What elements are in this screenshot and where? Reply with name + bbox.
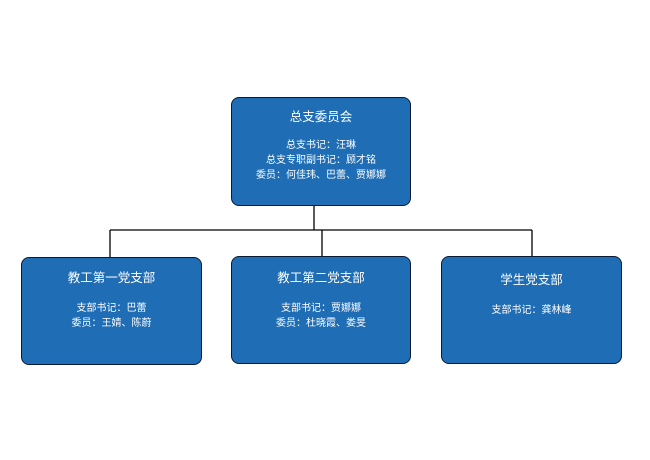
branch-node-title: 教工第二党支部 bbox=[277, 270, 365, 285]
branch-node-title: 教工第一党支部 bbox=[67, 270, 156, 285]
branch-node-student: 学生党支部 支部书记：龚林峰 bbox=[441, 256, 622, 364]
branch-node-members: 支部书记：龚林峰 bbox=[442, 303, 621, 318]
branch-node-members: 支部书记：巴蕾 委员：王婧、陈蔚 bbox=[22, 301, 201, 331]
root-node-line: 委员：何佳玮、巴蕾、贾娜娜 bbox=[256, 170, 386, 181]
branch-node-line: 委员：王婧、陈蔚 bbox=[71, 318, 152, 329]
root-node-title: 总支委员会 bbox=[289, 109, 353, 124]
root-node-line: 总支专职副书记：顾才铭 bbox=[266, 155, 376, 166]
branch-node-line: 支部书记：龚林峰 bbox=[491, 305, 572, 316]
branch-node-line: 支部书记：贾娜娜 bbox=[281, 303, 361, 314]
root-node-members: 总支书记：汪琳 总支专职副书记：顾才铭 委员：何佳玮、巴蕾、贾娜娜 bbox=[232, 138, 410, 183]
root-node-line: 总支书记：汪琳 bbox=[286, 140, 356, 151]
branch-node-faculty-first: 教工第一党支部 支部书记：巴蕾 委员：王婧、陈蔚 bbox=[21, 257, 202, 365]
branch-node-faculty-second: 教工第二党支部 支部书记：贾娜娜 委员：杜晓霞、娄旻 bbox=[231, 256, 411, 364]
branch-node-members: 支部书记：贾娜娜 委员：杜晓霞、娄旻 bbox=[232, 301, 410, 331]
branch-node-line: 支部书记：巴蕾 bbox=[76, 303, 147, 314]
branch-node-line: 委员：杜晓霞、娄旻 bbox=[276, 318, 366, 329]
root-node-general-committee: 总支委员会 总支书记：汪琳 总支专职副书记：顾才铭 委员：何佳玮、巴蕾、贾娜娜 bbox=[231, 97, 411, 206]
branch-node-title: 学生党支部 bbox=[500, 272, 563, 287]
